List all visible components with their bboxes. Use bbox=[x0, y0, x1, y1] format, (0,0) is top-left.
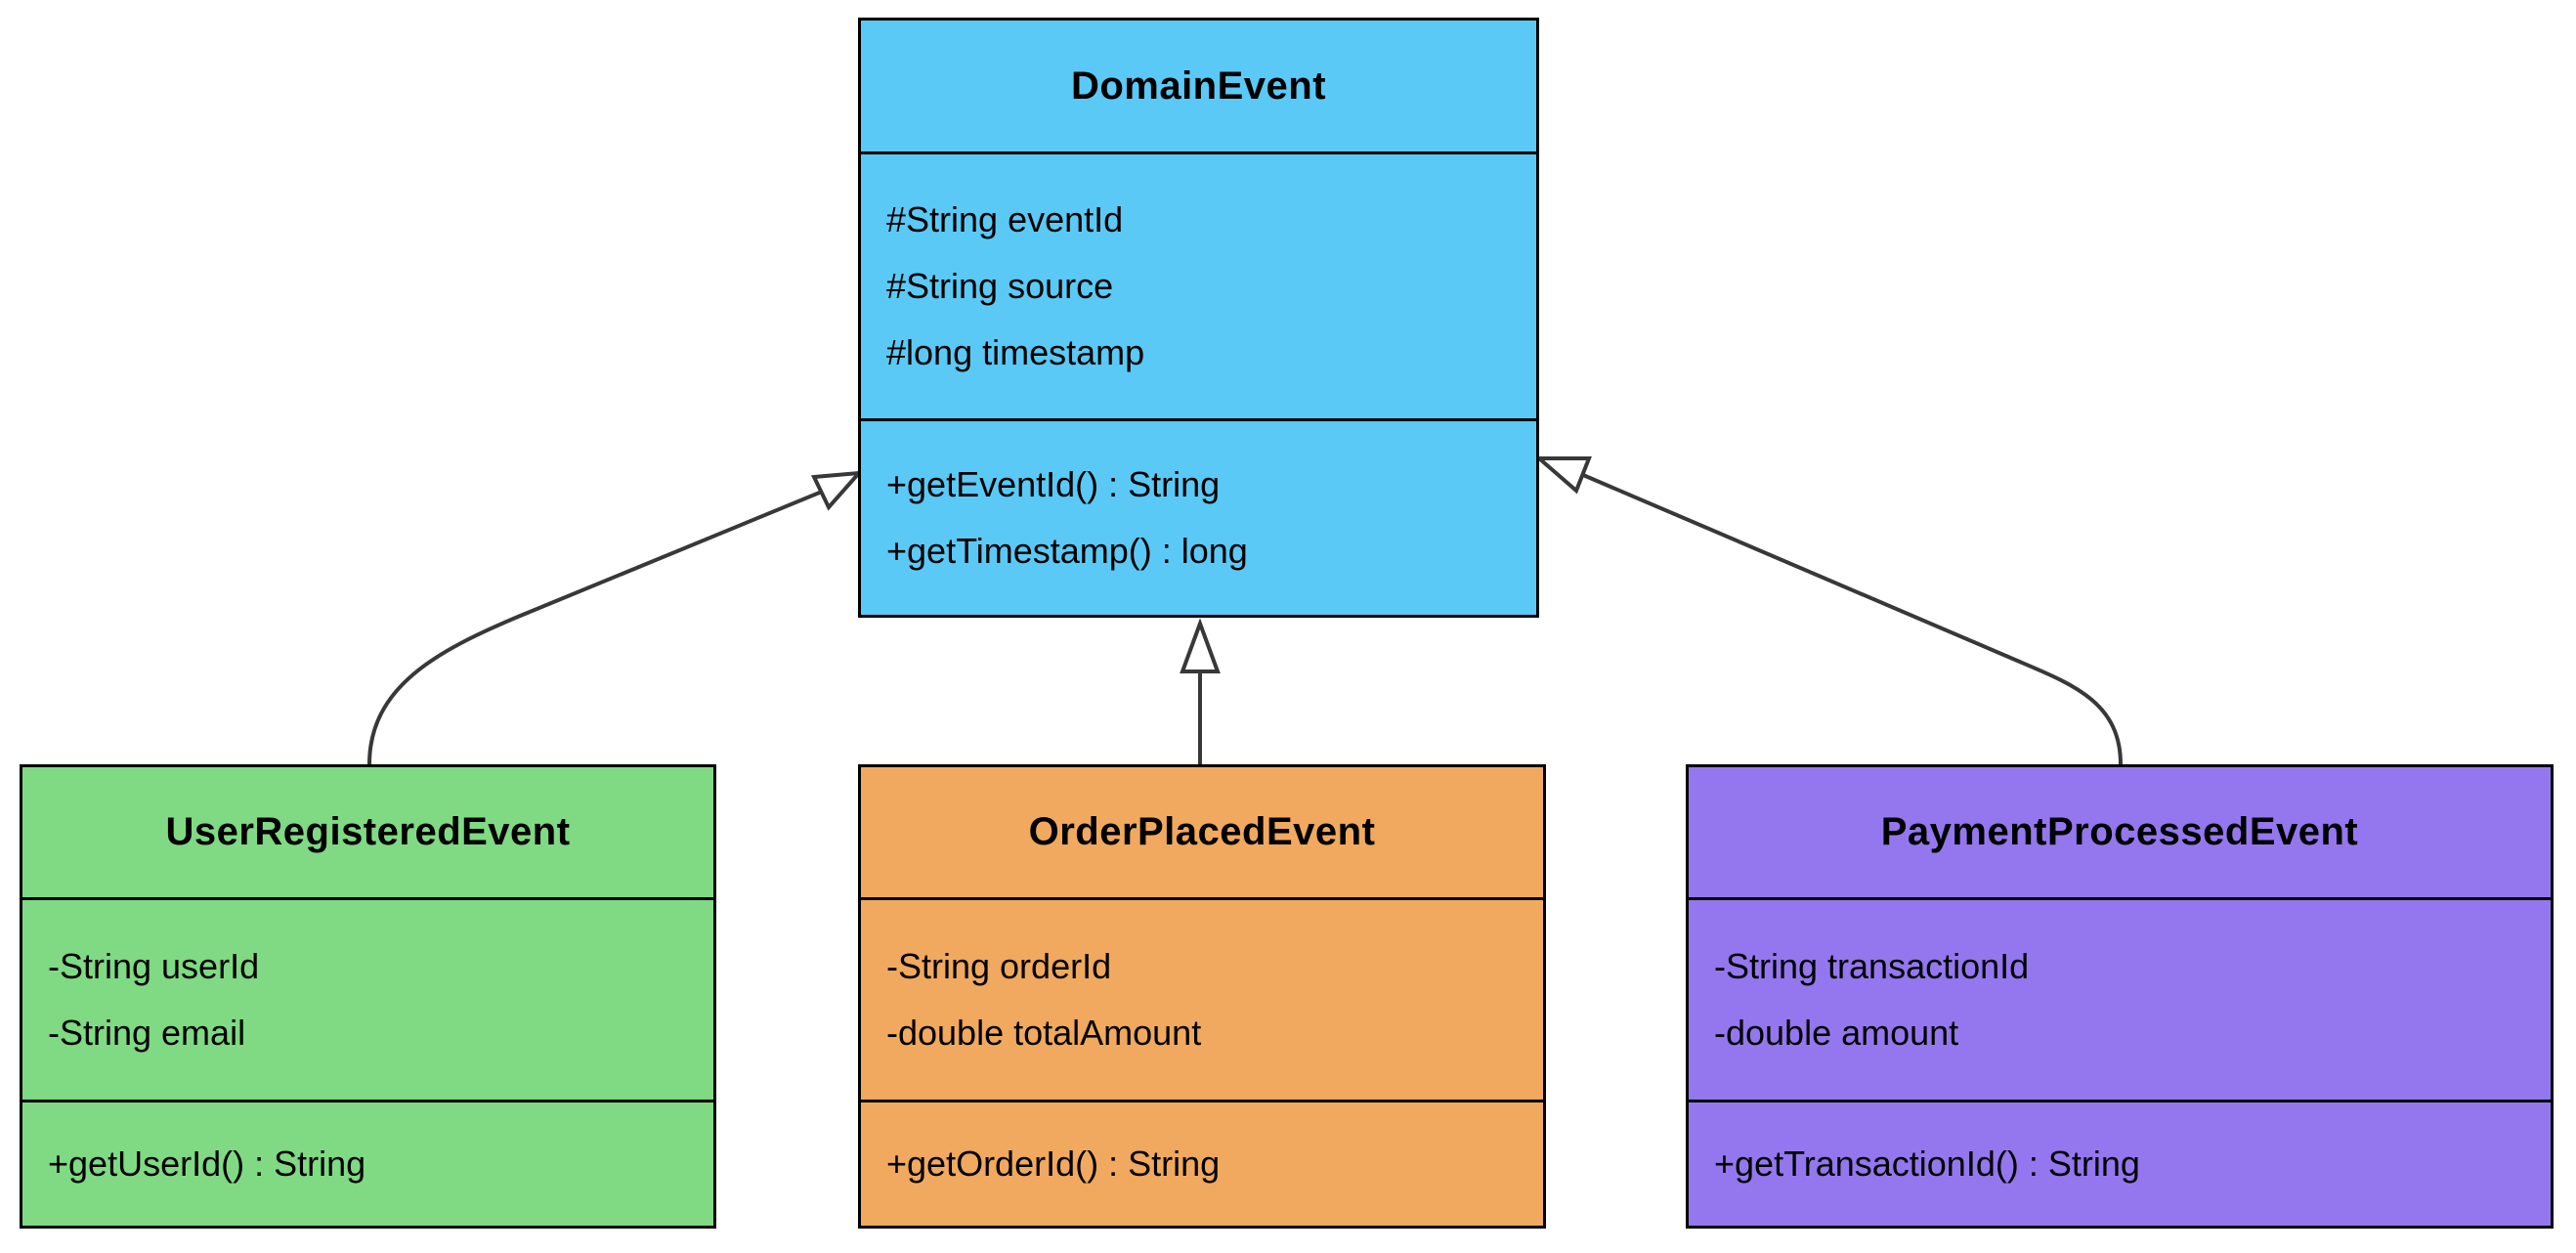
class-paymentprocessedevent: PaymentProcessedEvent -String transactio… bbox=[1686, 764, 2554, 1229]
attribute: -String orderId bbox=[886, 946, 1112, 986]
inheritance-arrowhead-middle-icon bbox=[1180, 618, 1221, 673]
class-orderplacedevent-title: OrderPlacedEvent bbox=[861, 767, 1543, 900]
attribute: -double amount bbox=[1714, 1013, 1959, 1053]
class-orderplacedevent-methods: +getOrderId() : String bbox=[861, 1102, 1543, 1226]
method: +getTransactionId() : String bbox=[1714, 1144, 2140, 1184]
class-paymentprocessedevent-title: PaymentProcessedEvent bbox=[1689, 767, 2551, 900]
class-userregisteredevent-methods: +getUserId() : String bbox=[22, 1102, 713, 1226]
class-userregisteredevent-attributes: -String userId -String email bbox=[22, 900, 713, 1102]
class-paymentprocessedevent-methods: +getTransactionId() : String bbox=[1689, 1102, 2551, 1226]
attribute: -String email bbox=[48, 1013, 246, 1053]
attribute: -double totalAmount bbox=[886, 1013, 1202, 1053]
class-orderplacedevent-attributes: -String orderId -double totalAmount bbox=[861, 900, 1543, 1102]
class-userregisteredevent: UserRegisteredEvent -String userId -Stri… bbox=[20, 764, 716, 1229]
method: +getUserId() : String bbox=[48, 1144, 366, 1184]
method: +getEventId() : String bbox=[886, 464, 1221, 504]
edge-userregistered-to-domainevent bbox=[367, 490, 823, 765]
class-paymentprocessedevent-attributes: -String transactionId -double amount bbox=[1689, 900, 2551, 1102]
class-domainevent-title: DomainEvent bbox=[861, 21, 1536, 154]
attribute: #String eventId bbox=[886, 199, 1124, 239]
inheritance-arrowhead-left-icon bbox=[810, 470, 864, 511]
attribute: #long timestamp bbox=[886, 332, 1145, 372]
class-domainevent-methods: +getEventId() : String +getTimestamp() :… bbox=[861, 421, 1536, 615]
class-domainevent-attributes: #String eventId #String source #long tim… bbox=[861, 154, 1536, 421]
attribute: #String source bbox=[886, 266, 1114, 306]
attribute: -String userId bbox=[48, 946, 260, 986]
class-orderplacedevent: OrderPlacedEvent -String orderId -double… bbox=[858, 764, 1546, 1229]
class-domainevent: DomainEvent #String eventId #String sour… bbox=[858, 18, 1539, 618]
attribute: -String transactionId bbox=[1714, 946, 2030, 986]
method: +getTimestamp() : long bbox=[886, 531, 1248, 571]
class-userregisteredevent-title: UserRegisteredEvent bbox=[22, 767, 713, 900]
inheritance-arrowhead-right-icon bbox=[1533, 456, 1592, 495]
edge-paymentprocessed-to-domainevent bbox=[1582, 473, 2123, 765]
method: +getOrderId() : String bbox=[886, 1144, 1221, 1184]
